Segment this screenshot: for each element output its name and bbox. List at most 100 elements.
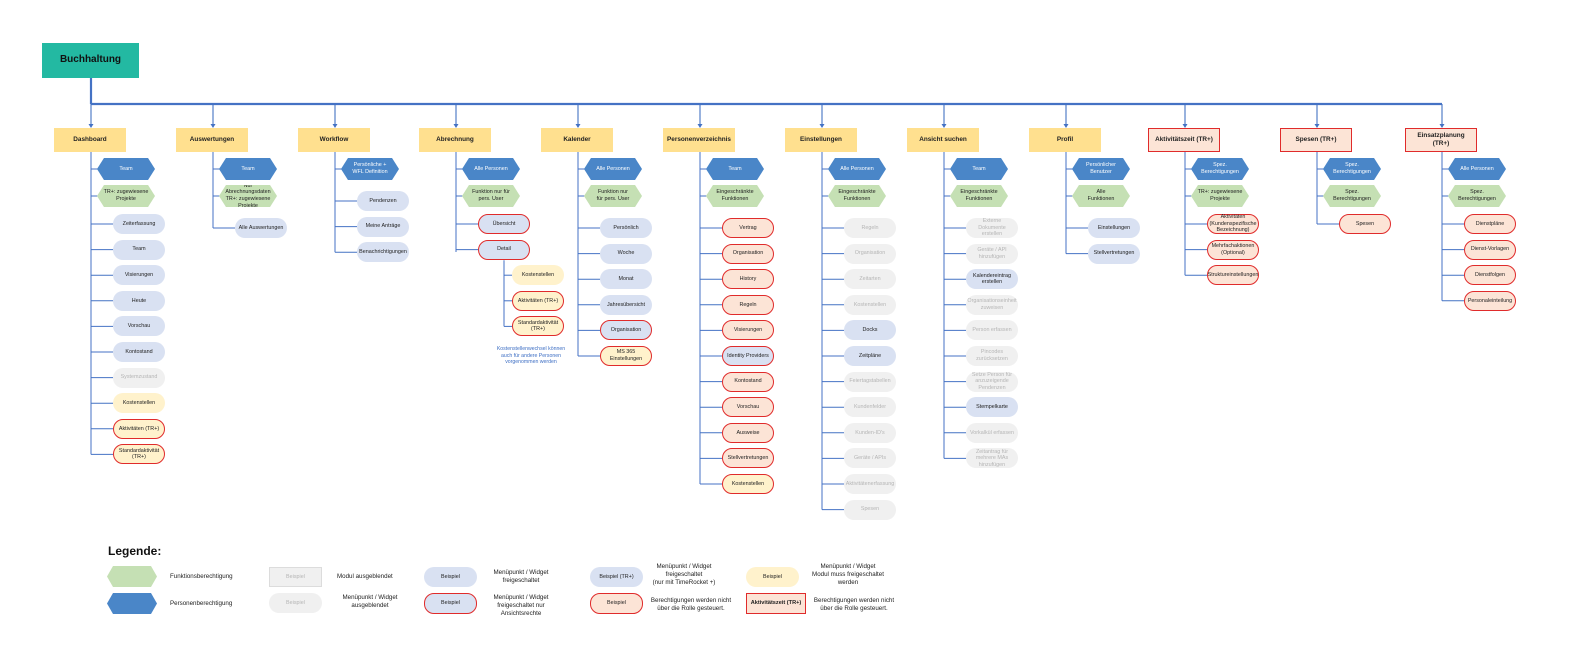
- column-ansicht-permission-1: Eingeschränkte Funktionen: [950, 185, 1008, 207]
- column-header-kalender: Kalender: [541, 128, 613, 152]
- column-header-einstellungen: Einstellungen: [785, 128, 857, 152]
- column-einstellungen-item-8: Feiertagstabellen: [844, 371, 896, 392]
- column-kalender-permission-0: Alle Personen: [584, 158, 642, 180]
- column-aktivitaetszeit-item-4: Struktureinstellungen: [1207, 265, 1259, 286]
- column-ansicht-item-3: Geräte / API hinzufügen: [966, 243, 1018, 264]
- column-personen-item-7: Identity Providers: [722, 346, 774, 366]
- column-einstellungen-item-7: Zeitpläne: [844, 346, 896, 366]
- column-personen-item-2: Vertrag: [722, 218, 774, 238]
- column-profil-permission-1: Alle Funktionen: [1072, 185, 1130, 207]
- column-personen-permission-1: Eingeschränkte Funktionen: [706, 185, 764, 207]
- column-profil-permission-0: Persönlicher Benutzer: [1072, 158, 1130, 180]
- column-einsatzplanung-permission-1: Spez. Berechtigungen: [1448, 185, 1506, 207]
- column-header-personen: Personenverzeichnis: [663, 128, 735, 152]
- column-dashboard-item-5: Heute: [113, 290, 165, 311]
- column-ansicht-item-6: Person erfassen: [966, 320, 1018, 341]
- column-ansicht-item-8: Setze Person für anzuzeigende Pendenzen: [966, 371, 1018, 392]
- column-personen-item-11: Stellvertretungen: [722, 448, 774, 469]
- legend-menu-tr-label: Menüpunkt / Widget freigeschaltet (nur m…: [652, 563, 716, 586]
- column-header-profil: Profil: [1029, 128, 1101, 152]
- column-dashboard-item-6: Vorschau: [113, 316, 165, 337]
- column-einsatzplanung-permission-0: Alle Personen: [1448, 158, 1506, 180]
- connector-arrow: [697, 124, 703, 128]
- column-header-einsatzplanung: Einsatzplanung (TR+): [1405, 128, 1477, 152]
- root-node-buchhaltung: Buchhaltung: [42, 43, 139, 78]
- column-ansicht-item-9: Stempelkarte: [966, 397, 1018, 418]
- legend-not-role-label-2: Berechtigungen werden nicht über die Rol…: [813, 597, 895, 612]
- column-header-auswertungen: Auswertungen: [176, 128, 248, 152]
- column-einstellungen-item-11: Geräte / APIs: [844, 448, 896, 469]
- column-auswertungen-permission-0: Team: [219, 158, 277, 180]
- column-abrechnung-item-6: Standardaktivität (TR+): [512, 316, 564, 337]
- column-einstellungen-item-3: Organisation: [844, 243, 896, 264]
- legend-menu-view-label: Menüpunkt / Widget freigeschaltet nur An…: [493, 594, 549, 617]
- column-header-workflow: Workflow: [298, 128, 370, 152]
- legend-aktivitaetszeit-box: Aktivitätszeit (TR+): [746, 593, 806, 614]
- column-aktivitaetszeit-permission-0: Spez. Berechtigungen: [1191, 158, 1249, 180]
- column-aktivitaetszeit-permission-1: TR+: zugewiesene Projekte: [1191, 185, 1249, 207]
- legend-function-hex: [107, 566, 157, 587]
- column-abrechnung-note: Kostenstellenwechsel können auch für and…: [496, 346, 566, 365]
- legend-module-must-label: Menüpunkt / Widget Modul muss freigescha…: [812, 563, 884, 586]
- column-personen-item-8: Kontostand: [722, 371, 774, 392]
- column-personen-item-9: Vorschau: [722, 397, 774, 418]
- column-kalender-item-6: Organisation: [600, 320, 652, 341]
- column-abrechnung-item-4: Kostenstellen: [512, 265, 564, 286]
- column-workflow-item-1: Pendenzen: [357, 191, 409, 211]
- column-personen-item-4: History: [722, 269, 774, 290]
- column-kalender-permission-1: Funktion nur für pers. User: [584, 185, 642, 207]
- column-personen-item-12: Kostenstellen: [722, 474, 774, 494]
- column-auswertungen-permission-1: Nur Abrechnungsdaten TR+: zugewiesene Pr…: [219, 185, 277, 207]
- column-ansicht-item-2: Externe Dokumente erstellen: [966, 218, 1018, 238]
- column-einstellungen-permission-0: Alle Personen: [828, 158, 886, 180]
- connector-arrow: [332, 124, 338, 128]
- column-kalender-item-7: MS 365 Einstellungen: [600, 346, 652, 366]
- column-dashboard-item-11: Standardaktivität (TR+): [113, 444, 165, 465]
- connector-arrow: [1314, 124, 1320, 128]
- column-einstellungen-item-5: Kostenstellen: [844, 294, 896, 315]
- column-dashboard-item-2: Zeiterfassung: [113, 214, 165, 234]
- column-kalender-item-4: Monat: [600, 269, 652, 290]
- legend-title: Legende:: [108, 544, 162, 558]
- legend-menu-hidden-pill: Beispiel: [269, 593, 322, 613]
- connector-arrow: [819, 124, 825, 128]
- column-dashboard-permission-1: TR+: zugewiesene Projekte: [97, 185, 155, 207]
- column-ansicht-item-11: Zeitantrag für mehrere MAs hinzufügen: [966, 448, 1018, 469]
- column-dashboard-item-8: Systemzustand: [113, 367, 165, 388]
- column-einstellungen-item-13: Spesen: [844, 499, 896, 520]
- column-profil-item-2: Einstellungen: [1088, 218, 1140, 238]
- column-aktivitaetszeit-item-2: Aktivitäten (Kundenspezifische Bezeichnu…: [1207, 214, 1259, 234]
- column-dashboard-item-3: Team: [113, 239, 165, 260]
- column-header-spesen: Spesen (TR+): [1280, 128, 1352, 152]
- column-aktivitaetszeit-item-3: Mehrfachaktionen (Optional): [1207, 239, 1259, 260]
- column-einstellungen-item-9: Kundenfelder: [844, 397, 896, 418]
- column-abrechnung-item-2: Übersicht: [478, 214, 530, 234]
- legend-function-label: Funktionsberechtigung: [170, 573, 233, 580]
- column-ansicht-item-5: Organisationseinheit zuweisen: [966, 294, 1018, 315]
- column-kalender-item-5: Jahresübersicht: [600, 294, 652, 315]
- column-einsatzplanung-item-5: Personaleinteilung: [1464, 290, 1516, 311]
- column-abrechnung-item-3: Detail: [478, 239, 530, 260]
- column-personen-item-10: Ausweise: [722, 422, 774, 443]
- column-einstellungen-item-6: Docks: [844, 320, 896, 341]
- legend-person-label: Personenberechtigung: [170, 600, 233, 607]
- column-workflow-permission-0: Persönliche + WFL Definition: [341, 158, 399, 180]
- column-einstellungen-item-2: Regeln: [844, 218, 896, 238]
- column-einstellungen-permission-1: Eingeschränkte Funktionen: [828, 185, 886, 207]
- column-header-ansicht: Ansicht suchen: [907, 128, 979, 152]
- column-einstellungen-item-10: Kunden-ID's: [844, 422, 896, 443]
- legend-module-hidden-label: Modul ausgeblendet: [337, 573, 393, 580]
- column-header-aktivitaetszeit: Aktivitätszeit (TR+): [1148, 128, 1220, 152]
- column-dashboard-item-4: Visierungen: [113, 265, 165, 286]
- column-auswertungen-item-2: Alle Auswertungen: [235, 218, 287, 238]
- column-ansicht-item-10: Vorkalkül erfassen: [966, 422, 1018, 443]
- connector-arrow: [941, 124, 947, 128]
- column-ansicht-item-7: Pincodes zurücksetzen: [966, 346, 1018, 366]
- legend-menu-enabled-label: Menüpunkt / Widget freigeschaltet: [493, 569, 549, 584]
- connector-arrow: [1063, 124, 1069, 128]
- column-ansicht-permission-0: Team: [950, 158, 1008, 180]
- column-spesen-item-2: Spesen: [1339, 214, 1391, 234]
- column-einstellungen-item-4: Zeitarten: [844, 269, 896, 290]
- column-profil-item-3: Stellvertretungen: [1088, 243, 1140, 264]
- column-workflow-item-3: Benachrichtigungen: [357, 242, 409, 263]
